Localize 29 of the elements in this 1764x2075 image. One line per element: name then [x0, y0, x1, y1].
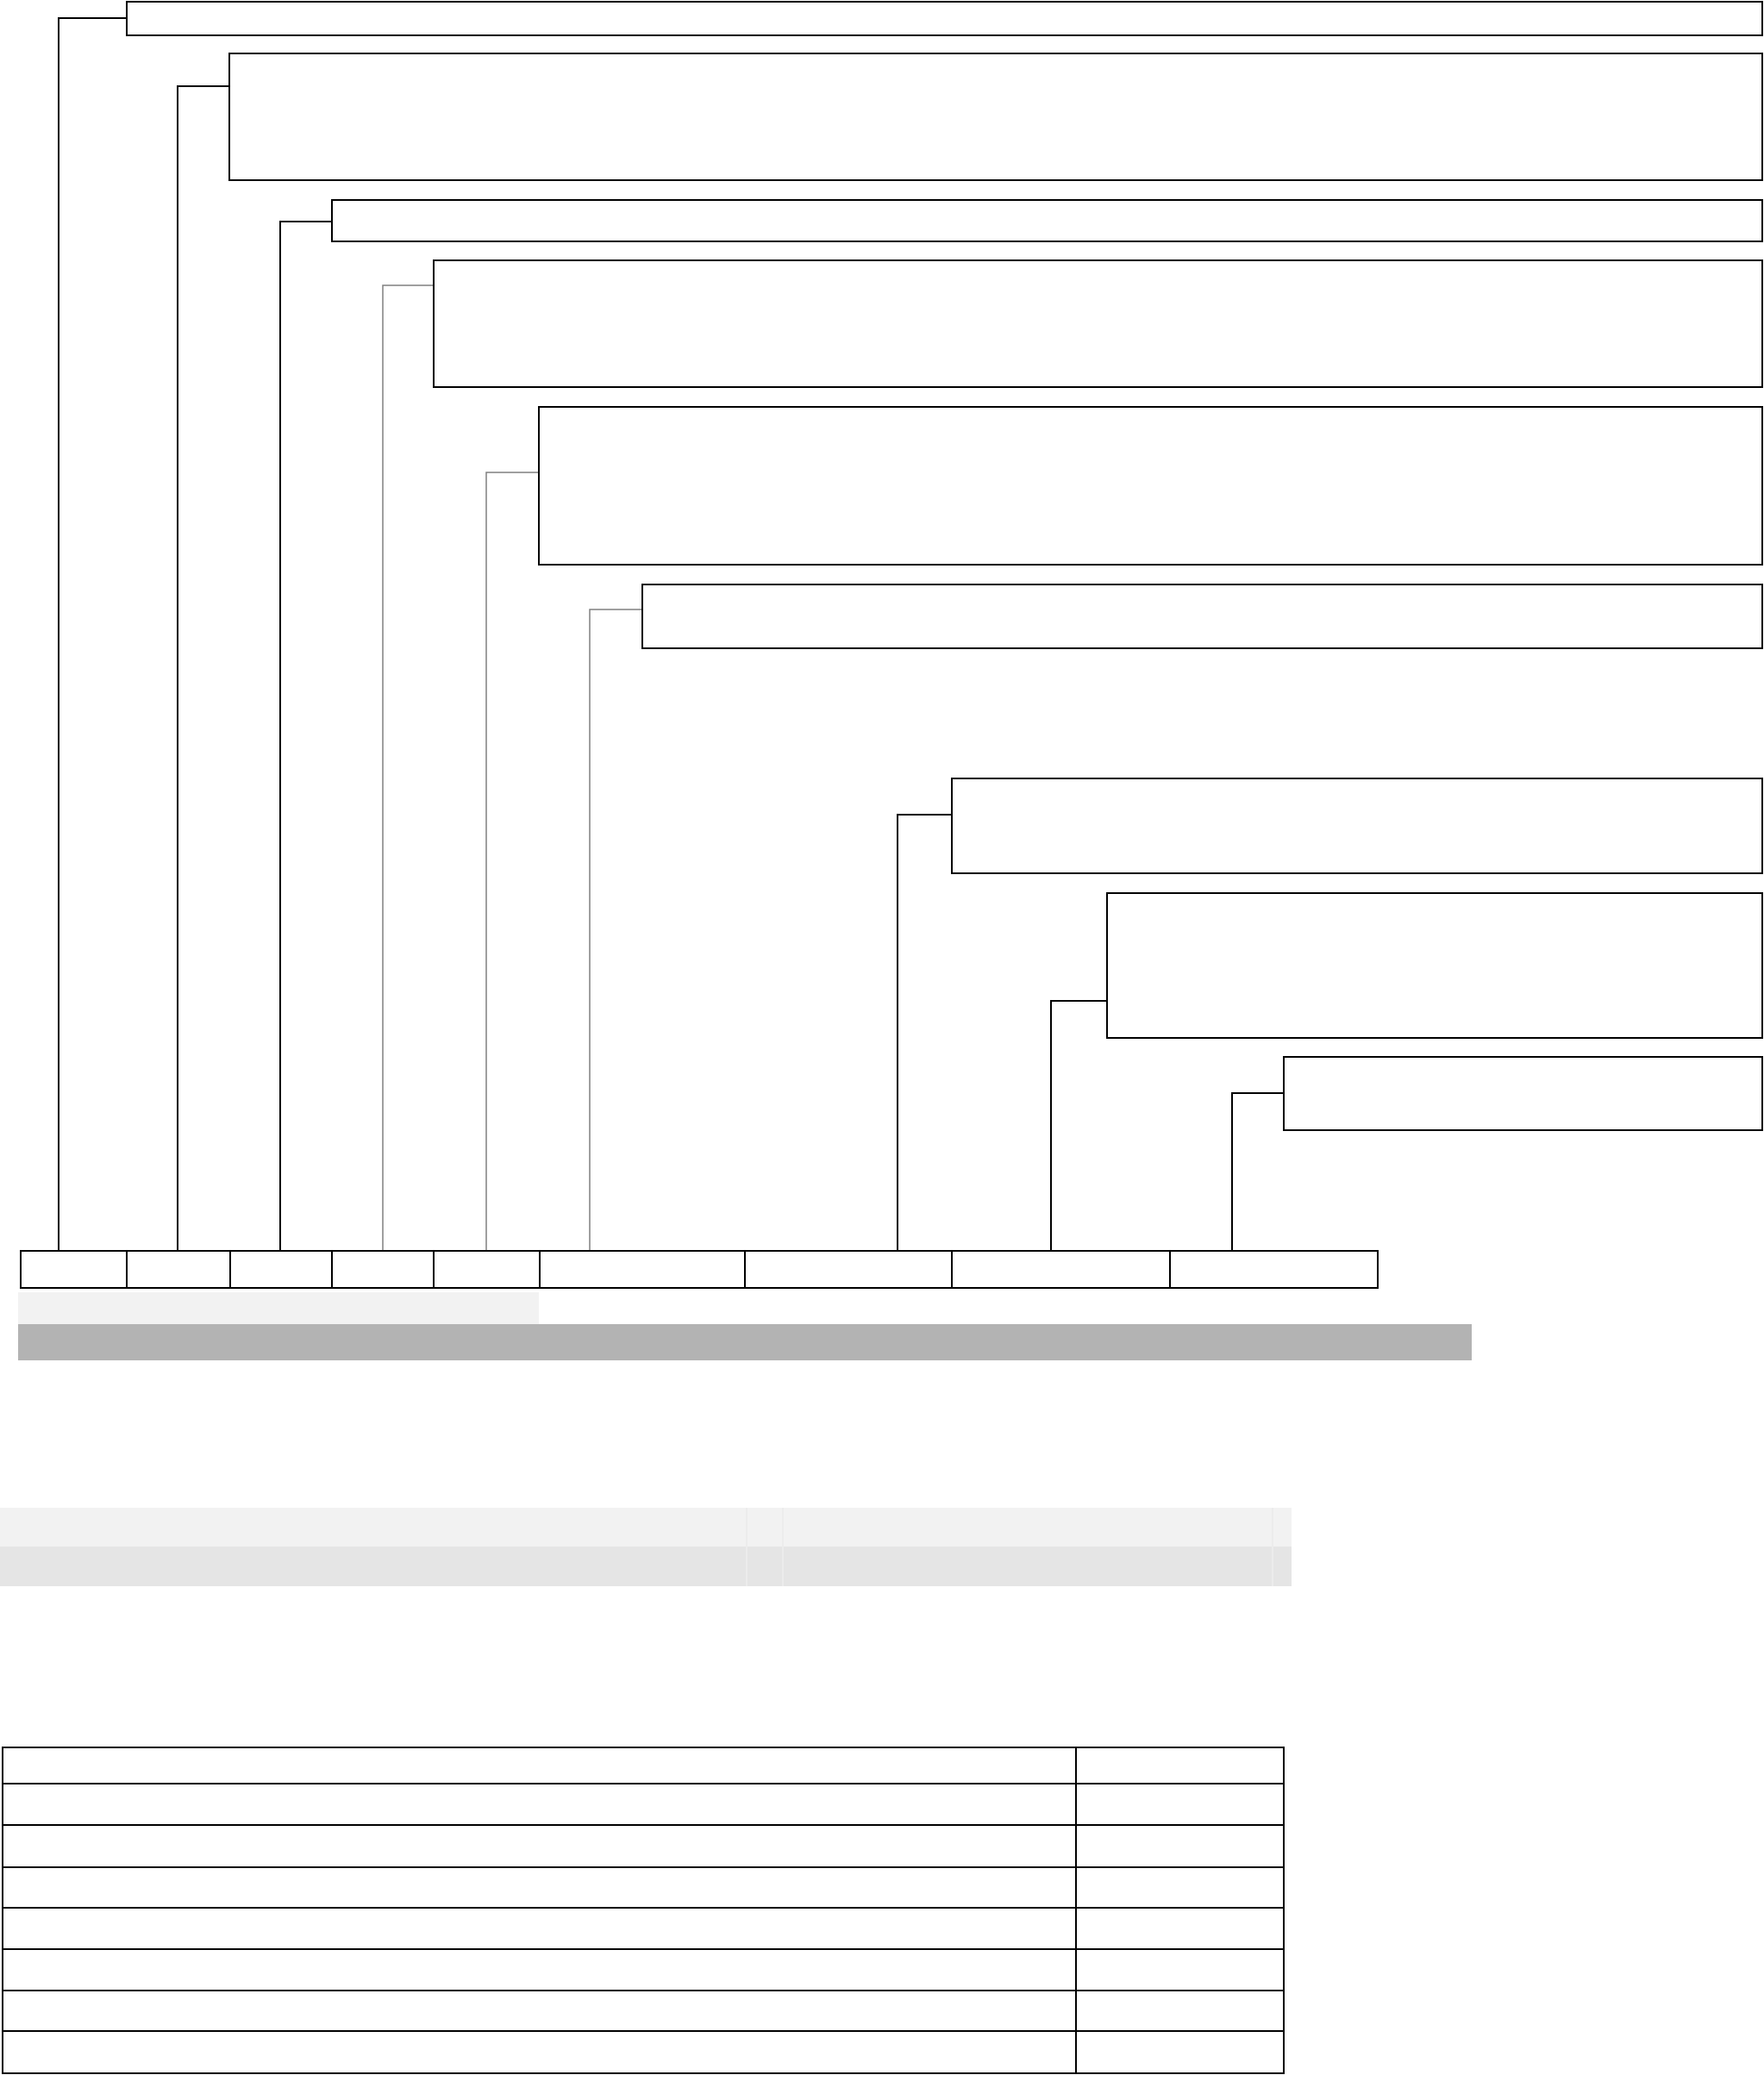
leader-line [897, 814, 952, 1251]
code-segment [126, 1250, 231, 1289]
leader-line [589, 609, 642, 1251]
code-segment [744, 1250, 953, 1289]
code-segment [951, 1250, 1171, 1289]
leader-line [485, 472, 539, 1251]
leader-line [382, 284, 434, 1251]
code-segment [331, 1250, 435, 1289]
description-box [331, 199, 1763, 242]
code-segment [20, 1250, 128, 1289]
description-box [126, 1, 1763, 36]
leader-line [1050, 1000, 1107, 1251]
leader-line [279, 221, 332, 1251]
code-segment [539, 1250, 746, 1289]
description-box [1283, 1056, 1763, 1131]
description-box [228, 53, 1763, 181]
leader-line [58, 17, 127, 1251]
code-segment [229, 1250, 333, 1289]
leader-line [1231, 1092, 1284, 1251]
description-box [538, 406, 1763, 566]
description-box [1106, 892, 1763, 1039]
code-segment [433, 1250, 541, 1289]
shaded-band [18, 1292, 539, 1324]
description-box [641, 584, 1763, 649]
shaded-band [18, 1324, 1472, 1360]
leader-line [177, 85, 229, 1251]
description-box [433, 259, 1763, 388]
description-box [951, 778, 1763, 874]
code-segment [1169, 1250, 1379, 1289]
